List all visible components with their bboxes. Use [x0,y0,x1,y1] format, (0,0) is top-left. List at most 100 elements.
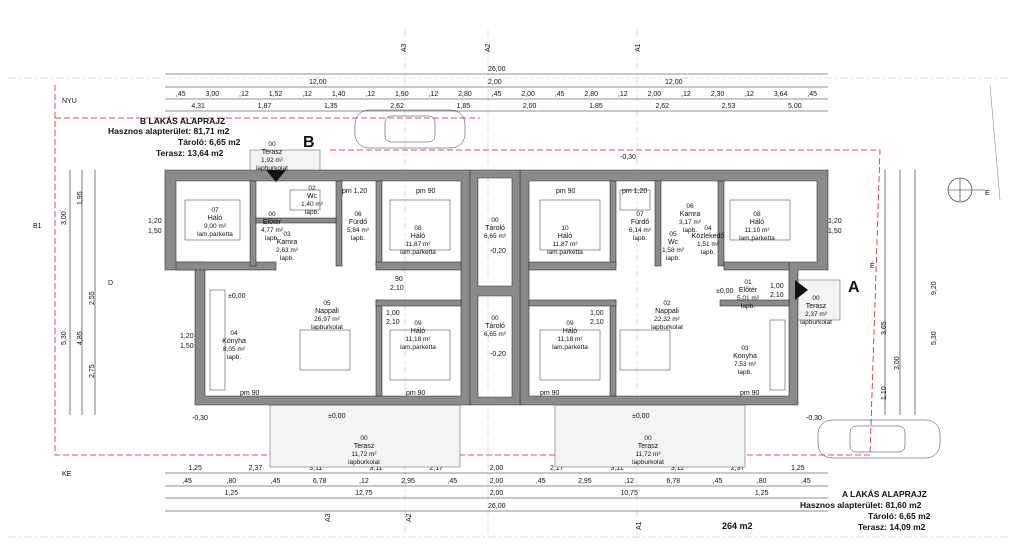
rooms-a-area: 7,53 m² [734,361,757,368]
botrow1-value: 3,11 [671,465,684,472]
rooms-a-floor: lapburkolat [632,459,664,466]
window-a-bath: pm 1,20 [622,188,647,195]
toprow4-value: 1,85 [457,103,471,110]
rooms-b-number: 02 [308,185,316,192]
level-a-entry: ±0,00 [716,288,734,295]
botrow1-value: 2,17 [429,465,443,472]
toprow3-value: 1,90 [395,91,409,98]
rooms-b-name: Konyha [222,338,246,345]
dimension-chain-right: 9,20 5,30 3,00 3,65 1,10 [881,170,938,415]
orientation-nyu: NYU [62,98,77,105]
orientation-ke: KE [62,471,72,478]
rooms-b-name: Háló [411,328,426,335]
rooms-b-name: Nappali [315,308,339,315]
door-a-bed9: 1,00 [590,310,604,317]
rooms-b-name: Kamra [277,239,298,246]
orientation-e: É [870,261,875,270]
toprow3-value: 2,80 [458,91,472,98]
botrow2-value: ,45 [536,478,546,485]
rooms-a-area: 2,37 m² [805,311,828,318]
rooms-a-name: Wc [668,239,679,246]
rooms-a-area: 11,18 m² [557,336,583,343]
toprow3-value: 1,52 [269,91,283,98]
rooms-b-name: Terasz [262,149,283,156]
window-b-living: pm 90 [240,390,260,397]
north-marker [947,177,985,203]
rooms-a-name: Háló [558,233,573,240]
toprow4-value: 1,87 [258,103,272,110]
dim-right-4: 3,65 [881,321,888,335]
window-b-kitchen-h: 1,50 [180,343,194,350]
rooms-a-name: Előtér [739,287,758,294]
botrow2-value: ,45 [271,478,281,485]
door-b-living: 90 [395,276,403,283]
botrow3-value: 10,75 [620,490,638,497]
dim-left-2: 1,95 [77,191,84,205]
botrow2-value: ,45 [182,478,192,485]
rooms-b-area: 5,84 m² [347,227,370,234]
rooms-a-area: 1,51 m² [697,241,720,248]
rooms-a-area: 11,87 m² [552,241,578,248]
rooms-a-number: 06 [686,203,694,210]
rooms-b-floor: lapb. [280,255,294,262]
toprow3-value: ,12 [681,91,691,98]
toprow3-value: 1,40 [332,91,346,98]
botrow2-value: 2,95 [578,478,592,485]
rooms-a-name: Közlekedő [692,233,725,240]
rooms-a-number: 08 [753,211,761,218]
level-a-terrace: -0,30 [806,415,822,422]
plan-a-title-block: A LAKÁS ALAPRAJZ Hasznos alapterület: 81… [800,489,931,532]
rooms-b-name: Háló [411,233,426,240]
rooms-b-name: Wc [307,193,318,200]
botrow1-value: 2,17 [550,465,564,472]
furniture [184,189,791,391]
window-a-bed8-h: 1,50 [828,228,842,235]
window-a-bed8: 1,20 [828,218,842,225]
orientation-d: D [108,280,113,287]
toprow3-value: ,45 [176,91,186,98]
rooms-b-area: 2,63 m² [276,247,299,254]
rooms-b-area: 26,97 m² [314,316,340,323]
storage-name: Tároló [485,323,505,330]
botrow2-value: 6,78 [313,478,327,485]
rooms-a-name: Fürdő [631,219,649,226]
toprow4-value: 5,00 [788,103,802,110]
rooms-a-number: 02 [663,300,671,307]
plan-a-hasznos: Hasznos alapterület: 81,60 m2 [800,500,922,510]
plan-b-tarolo: Tároló: 6,65 m2 [178,137,241,147]
window-b-kitchen: 1,20 [180,333,194,340]
rooms-a-name: Háló [750,219,765,226]
plan-b-letter: B [303,134,315,151]
rooms-b-number: 04 [230,330,238,337]
rooms-a-area: 5,01 m² [737,295,760,302]
botrow2-value: 2,00 [490,478,504,485]
toprow3-value: ,12 [239,91,249,98]
toprow4-value: 4,31 [191,103,205,110]
rooms-b-number: 00 [268,141,276,148]
botrow2-value: ,45 [447,478,457,485]
rooms-b-area: 1,92 m² [261,157,284,164]
rooms-a-floor: lapb. [701,249,715,256]
dim-left-1: 3,00 [61,211,68,225]
botrow2-value: ,80 [757,478,767,485]
toprow4-value: 2,62 [655,103,669,110]
rooms-a-area: 1,58 m² [662,247,685,254]
toprow3-value: 2,00 [648,91,662,98]
dim-left-4: 5,30 [61,331,68,345]
car-bottom [817,419,941,459]
rooms-a-floor: lapb. [738,369,752,376]
level-b-terrace-south: ±0,00 [328,413,346,420]
axis-a2-bottom: A2 [406,513,413,522]
level-a-terrace-south: ±0,00 [632,413,650,420]
rooms-a-name: Kamra [680,211,701,218]
toprow3-value: ,12 [618,91,628,98]
toprow3-value: 2,80 [584,91,598,98]
rooms-a-floor: lapb. [741,303,755,310]
toprow3-value: ,12 [744,91,754,98]
toprow3-value: ,45 [492,91,502,98]
window-b-bath: pm 1,20 [342,188,367,195]
rooms-b-number: 09 [414,320,422,327]
